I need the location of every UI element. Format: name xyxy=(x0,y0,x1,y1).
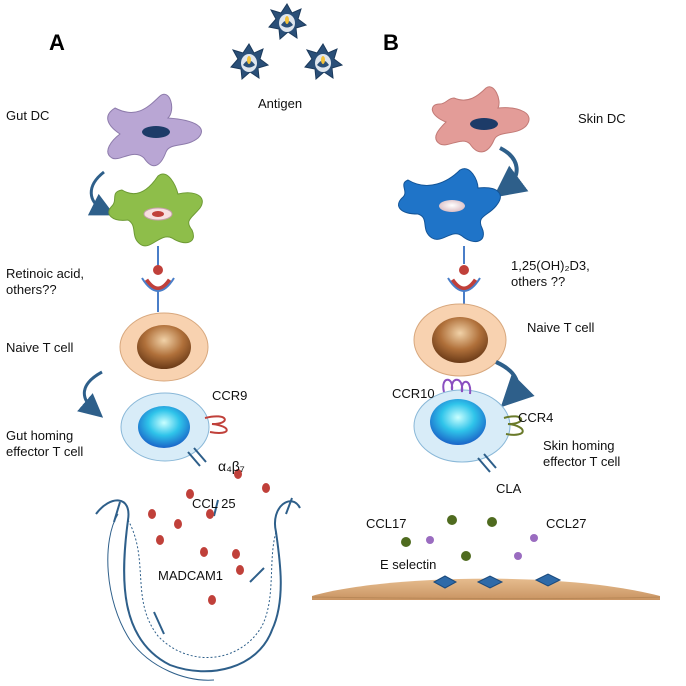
gut-dc-resting xyxy=(107,93,202,167)
chemokine-dot xyxy=(148,509,156,519)
gut-villus xyxy=(95,497,301,681)
naive-t-cell-a xyxy=(119,312,209,382)
activation-arrow xyxy=(493,146,529,198)
antigen-particle xyxy=(304,43,344,81)
naive-t-cell-label-a: Naive T cell xyxy=(6,340,74,355)
skin-homing-effector-t-cell xyxy=(413,378,524,473)
naive-t-cell-label-b: Naive T cell xyxy=(527,320,595,335)
integrin-label: α₄β₇ xyxy=(218,458,245,474)
chemokine-dot xyxy=(186,489,194,499)
antigen-label: Antigen xyxy=(258,96,303,111)
chemokine-dot xyxy=(208,595,216,605)
antigen-particle xyxy=(268,3,308,41)
ccr9-receptor xyxy=(204,415,228,434)
skin-dc-label: Skin DC xyxy=(578,111,626,126)
differentiation-arrow xyxy=(495,360,535,408)
e-selectin-markers xyxy=(432,573,562,589)
chemokine-dot xyxy=(200,547,208,557)
activation-arrow xyxy=(87,170,115,216)
ccr4-label: CCR4 xyxy=(518,410,554,425)
chemokine-dot xyxy=(234,469,242,479)
skin-dc-resting xyxy=(431,86,530,153)
ccl27-dots xyxy=(426,534,538,560)
chemokine-dot xyxy=(236,565,244,575)
selectin-diamond xyxy=(534,573,562,587)
antigen-group xyxy=(230,3,344,81)
chemokine-dot xyxy=(447,515,457,525)
differentiation-arrow xyxy=(77,370,104,418)
selectin-diamond xyxy=(476,575,504,589)
ccr10-receptor xyxy=(442,378,472,395)
skin-homing-effector-label: Skin homing effector T cell xyxy=(543,438,621,469)
chemokine-dot xyxy=(461,551,471,561)
chemokine-dot xyxy=(426,536,434,544)
ccr4-receptor xyxy=(503,415,524,436)
gut-homing-effector-t-cell xyxy=(120,392,228,467)
ccl27-label: CCL27 xyxy=(546,516,587,531)
chemokine-dot xyxy=(206,509,214,519)
ccl17-label: CCL17 xyxy=(366,516,407,531)
ccr9-label: CCR9 xyxy=(212,388,248,403)
madcam1-label: MADCAM1 xyxy=(158,568,224,583)
chemokine-dot xyxy=(174,519,182,529)
antigen-particle xyxy=(230,43,270,81)
chemokine-dot xyxy=(262,483,270,493)
ligand-receptor-a xyxy=(141,246,175,312)
vitamin-d3-label: 1,25(OH)₂D3, others ?? xyxy=(511,258,590,289)
chemokine-dot xyxy=(487,517,497,527)
gut-dc-label: Gut DC xyxy=(6,108,50,123)
ccl25-dots xyxy=(148,469,270,605)
ccl17-dots xyxy=(401,515,497,561)
cla-receptor xyxy=(477,453,497,473)
panel-label-b: B xyxy=(383,30,399,55)
skin-dc-activated xyxy=(398,168,501,243)
ccr10-label: CCR10 xyxy=(392,386,435,401)
chemokine-dot xyxy=(232,549,240,559)
panel-label-a: A xyxy=(49,30,65,55)
cla-label: CLA xyxy=(496,481,522,496)
gut-dc-activated xyxy=(108,173,203,247)
retinoic-acid-label: Retinoic acid, others?? xyxy=(6,266,85,297)
chemokine-dot xyxy=(514,552,522,560)
ligand-receptor-b xyxy=(447,246,481,312)
ccl25-label: CCL 25 xyxy=(192,496,236,511)
skin-surface xyxy=(311,578,661,600)
chemokine-dot xyxy=(156,535,164,545)
gut-homing-effector-label: Gut homing effector T cell xyxy=(6,428,84,459)
chemokine-dot xyxy=(401,537,411,547)
selectin-diamond xyxy=(432,575,458,589)
e-selectin-label: E selectin xyxy=(380,557,437,572)
naive-t-cell-b xyxy=(413,303,507,377)
integrin-a4b7 xyxy=(187,447,207,467)
chemokine-dot xyxy=(530,534,538,542)
